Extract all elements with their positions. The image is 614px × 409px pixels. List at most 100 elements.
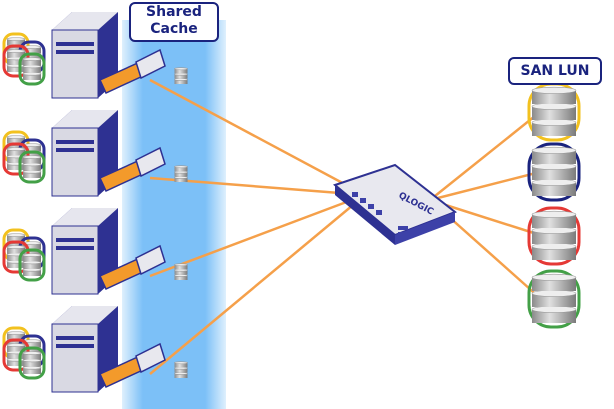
- server-bay: [56, 148, 94, 152]
- san-disk: [527, 82, 581, 142]
- link-line: [149, 78, 366, 197]
- disk-top: [6, 331, 26, 335]
- disk-top: [174, 372, 188, 375]
- server-bay: [56, 238, 94, 242]
- server-bay: [56, 42, 94, 46]
- link-line: [149, 194, 366, 375]
- san-disk: [527, 142, 581, 202]
- disk-top: [22, 267, 42, 272]
- adapter-bracket: [135, 48, 166, 80]
- disk-top: [531, 305, 577, 313]
- server-bay: [56, 246, 94, 250]
- disk-top: [174, 366, 188, 370]
- disk-platter: [23, 367, 41, 374]
- local-disk: [18, 52, 46, 86]
- san-lun-disks: [527, 82, 581, 329]
- disk-top: [22, 170, 42, 174]
- san-disk: [527, 269, 581, 329]
- local-disks: [2, 32, 46, 86]
- disk-top: [174, 176, 188, 179]
- disk-top: [531, 226, 577, 234]
- local-disks: [2, 326, 46, 380]
- disk-platter: [174, 264, 188, 270]
- disk-top: [174, 268, 188, 272]
- san-disk: [527, 206, 581, 266]
- disk-platter: [23, 171, 41, 178]
- disk-top: [531, 86, 577, 94]
- disk-platter: [532, 106, 576, 120]
- disk-top: [531, 210, 577, 218]
- disk-platter: [23, 73, 41, 80]
- disk-top: [531, 289, 577, 297]
- disk-platter: [7, 39, 25, 46]
- disk-outline: [18, 150, 46, 184]
- disk-top: [531, 102, 577, 110]
- disk-platter: [23, 341, 41, 348]
- link-line: [429, 170, 541, 202]
- qlogic-switch: QLOGIC: [332, 163, 458, 245]
- disk-top: [22, 162, 42, 167]
- adapter-bracket: [135, 146, 166, 178]
- disk-outline: [527, 269, 581, 329]
- disk-platter: [7, 156, 25, 163]
- disk-top: [22, 155, 42, 159]
- disk-platter: [23, 255, 41, 262]
- disk-platter: [174, 270, 188, 275]
- disk-top: [174, 170, 188, 174]
- disk-platter: [174, 172, 188, 177]
- disk-platter: [174, 74, 188, 79]
- disk-top: [22, 351, 42, 355]
- cache-disk: [174, 361, 188, 378]
- disk-platter: [7, 65, 25, 72]
- server-front: [51, 127, 99, 197]
- disk-outline: [527, 206, 581, 266]
- local-disk: [2, 338, 30, 372]
- disk-platter: [532, 246, 576, 260]
- disk-outline: [18, 52, 46, 86]
- disk-platter: [7, 163, 25, 170]
- disk-outline: [18, 248, 46, 282]
- disk-top: [22, 57, 42, 61]
- disk-platter: [7, 247, 25, 254]
- disk-top: [531, 162, 577, 170]
- server-host: [2, 208, 188, 295]
- disk-platter: [7, 359, 25, 366]
- cache-disk: [174, 67, 188, 84]
- disk-top: [174, 165, 188, 169]
- switch-ports: [352, 192, 408, 236]
- disk-platter: [174, 79, 188, 84]
- disk-top: [6, 259, 26, 264]
- disk-top: [6, 135, 26, 139]
- disk-top: [22, 358, 42, 363]
- disk-platter: [532, 166, 576, 180]
- disk-platter: [7, 149, 25, 156]
- disk-platter: [532, 182, 576, 196]
- shared-cache-label-line1: Shared: [146, 4, 202, 20]
- adapter-bracket: [135, 244, 166, 276]
- disk-top: [22, 64, 42, 69]
- server-host: [2, 110, 188, 197]
- cache-disk: [174, 165, 188, 182]
- disk-platter: [532, 122, 576, 136]
- disk-platter: [174, 275, 188, 280]
- disk-platter: [532, 309, 576, 323]
- server-front: [51, 29, 99, 99]
- link-line: [429, 111, 541, 201]
- disk-platter: [532, 90, 576, 104]
- disk-platter: [7, 254, 25, 261]
- cache-disk: [174, 263, 188, 280]
- disk-top: [174, 361, 188, 365]
- server-bay: [56, 336, 94, 340]
- disk-platter: [7, 333, 25, 340]
- disk-top: [6, 357, 26, 362]
- disk-outline: [18, 346, 46, 380]
- shared-cache-column: [122, 20, 226, 409]
- disk-top: [6, 64, 26, 68]
- disk-platter: [23, 164, 41, 171]
- disk-top: [6, 49, 26, 53]
- disk-platter: [532, 277, 576, 291]
- disk-platter: [23, 145, 41, 152]
- servers: [2, 12, 188, 393]
- server-front: [51, 323, 99, 393]
